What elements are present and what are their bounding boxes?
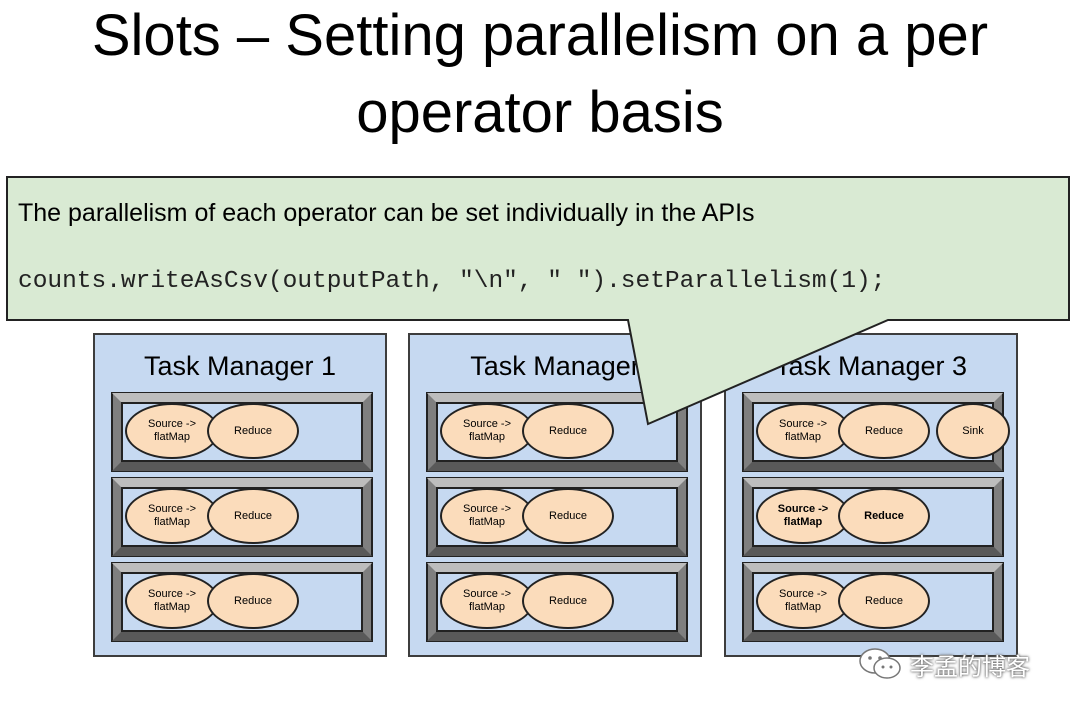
task-manager-title: Task Manager (470, 351, 640, 381)
operator-source: Source -> flatMap (756, 573, 850, 629)
operator-label: Source -> flatMap (777, 503, 829, 528)
operator-label: Reduce (865, 594, 903, 607)
slide-title-line-2: operator basis (356, 80, 724, 145)
operator-label: Source -> flatMap (779, 588, 827, 613)
operator-source: Source -> flatMap (440, 488, 534, 544)
wechat-icon (859, 648, 901, 679)
operator-label: Reduce (549, 594, 587, 607)
slot: Source -> flatMap Reduce (742, 477, 1004, 557)
operator-label: Reduce (234, 509, 272, 522)
slot: Source -> flatMap Reduce (111, 392, 373, 472)
operator-source: Source -> flatMap (125, 573, 219, 629)
operator-reduce: Reduce (522, 573, 614, 629)
slot: Source -> flatMap Reduce (111, 477, 373, 557)
operator-label: Source -> flatMap (463, 588, 511, 613)
operator-label: Reduce (865, 424, 903, 437)
operator-label: Reduce (234, 424, 272, 437)
operator-reduce: Reduce (522, 403, 614, 459)
operator-source: Source -> flatMap (440, 403, 534, 459)
operator-reduce: Reduce (522, 488, 614, 544)
watermark-text: 李孟的博客 (910, 653, 1030, 681)
operator-sink: Sink (936, 403, 1010, 459)
operator-reduce: Reduce (207, 403, 299, 459)
operator-reduce: Reduce (838, 573, 930, 629)
operator-label: Source -> flatMap (148, 588, 196, 613)
operator-label: Source -> flatMap (148, 418, 196, 443)
slot: Source -> flatMap Reduce (742, 562, 1004, 642)
operator-reduce: Reduce (838, 403, 930, 459)
operator-label: Reduce (234, 594, 272, 607)
operator-source: Source -> flatMap (756, 488, 850, 544)
callout-code: counts.writeAsCsv(outputPath, "\n", " ")… (18, 268, 886, 295)
operator-source: Source -> flatMap (125, 488, 219, 544)
operator-reduce: Reduce (838, 488, 930, 544)
operator-label: Reduce (864, 509, 904, 522)
slide-title-line-1: Slots – Setting parallelism on a per (91, 3, 989, 68)
slot: Source -> flatMap Reduce (426, 477, 688, 557)
slide-title: Slots – Setting parallelism on a per ope… (0, 0, 1080, 150)
callout-bubble (6, 176, 1070, 426)
slot: Source -> flatMap Reduce (426, 562, 688, 642)
operator-label: Source -> flatMap (463, 503, 511, 528)
slot: Source -> flatMap Reduce Sink (742, 392, 1010, 472)
slot: Source -> flatMap Reduce (426, 392, 688, 472)
operator-label: Source -> flatMap (463, 418, 511, 443)
slot: Source -> flatMap Reduce (111, 562, 373, 642)
operator-label: Source -> flatMap (779, 418, 827, 443)
operator-label: Reduce (549, 424, 587, 437)
operator-reduce: Reduce (207, 573, 299, 629)
operator-reduce: Reduce (207, 488, 299, 544)
operator-label: Sink (962, 424, 984, 437)
task-manager-title: Task Manager 1 (143, 351, 337, 381)
watermark: 李孟的博客 (858, 644, 1030, 684)
operator-label: Source -> flatMap (148, 503, 196, 528)
operator-label: Reduce (549, 509, 587, 522)
callout-text: The parallelism of each operator can be … (18, 199, 755, 227)
